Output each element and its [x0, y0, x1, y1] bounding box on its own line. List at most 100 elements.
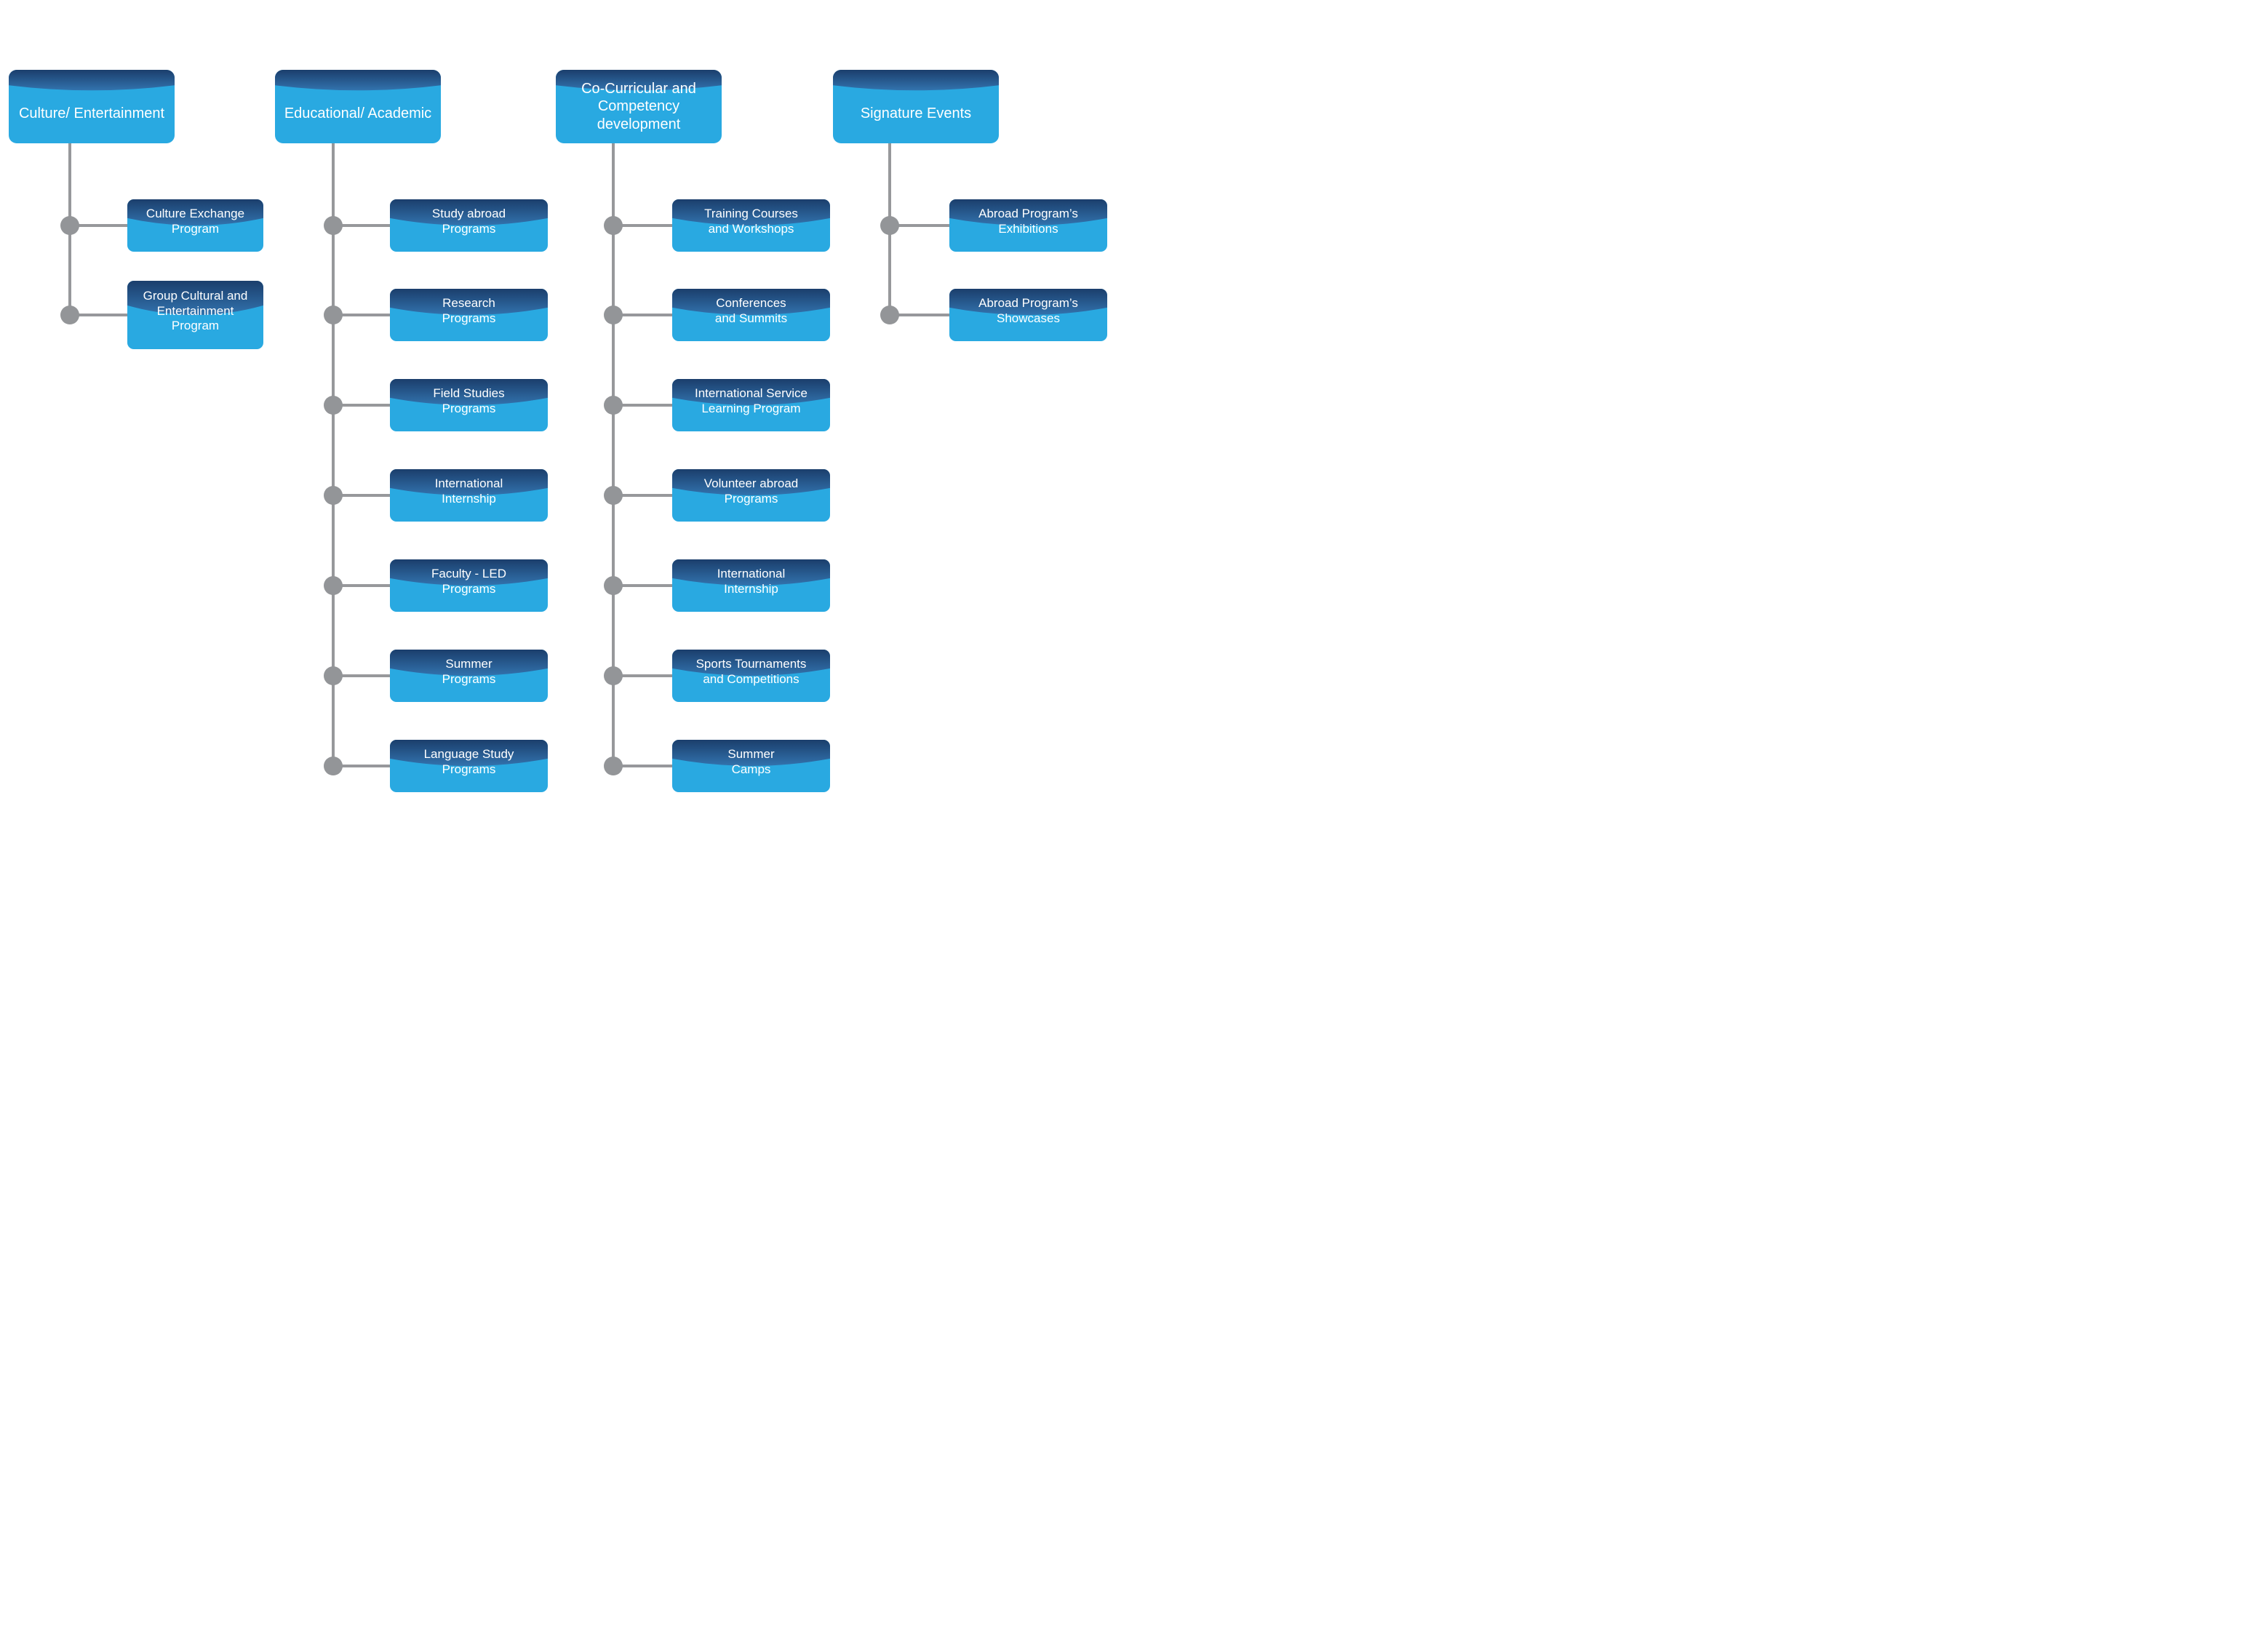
connector-dot	[604, 757, 623, 775]
box-top-gloss	[672, 650, 830, 676]
box-top-gloss	[390, 469, 548, 495]
column-header-box-1: Culture/ Entertainment	[9, 70, 175, 143]
node-label: International Internship	[717, 567, 786, 596]
box-top-gloss	[390, 559, 548, 586]
trunk-line	[332, 143, 335, 767]
node-label: International Internship	[434, 476, 503, 506]
node-label: Faculty - LED Programs	[431, 567, 506, 596]
column-header-box-4: Signature Events	[833, 70, 999, 143]
child-node-box: Faculty - LED Programs	[390, 559, 548, 612]
node-label: Group Cultural and Entertainment Program	[143, 288, 248, 333]
node-label: Educational/ Academic	[284, 105, 432, 122]
connector-dot	[604, 306, 623, 324]
connector-line	[333, 404, 390, 407]
node-label: Culture Exchange Program	[145, 207, 245, 236]
node-label: Research Programs	[442, 296, 496, 325]
box-top-gloss	[672, 379, 830, 405]
child-node-box: Summer Programs	[390, 650, 548, 702]
connector-line	[613, 224, 672, 227]
child-node-box: Field Studies Programs	[390, 379, 548, 431]
child-node-box: Summer Camps	[672, 740, 830, 792]
box-top-gloss	[672, 559, 830, 586]
connector-dot	[604, 666, 623, 685]
connector-dot	[880, 216, 899, 235]
connector-line	[613, 494, 672, 497]
connector-dot	[604, 396, 623, 415]
connector-line	[70, 224, 127, 227]
connector-dot	[60, 216, 79, 235]
box-top-gloss	[672, 289, 830, 315]
connector-line	[333, 674, 390, 677]
child-node-box: Abroad Program’s Showcases	[949, 289, 1107, 341]
node-label: Summer Programs	[442, 657, 496, 686]
node-label: International Service Learning Program	[695, 386, 808, 415]
box-top-gloss	[390, 650, 548, 676]
child-node-box: Culture Exchange Program	[127, 199, 263, 252]
connector-line	[333, 494, 390, 497]
node-label: Abroad Program’s Exhibitions	[978, 207, 1078, 236]
connector-dot	[324, 576, 343, 595]
node-label: Volunteer abroad Programs	[703, 476, 799, 506]
connector-line	[613, 404, 672, 407]
node-label: Co-Curricular and Competency development	[581, 80, 696, 132]
connector-line	[333, 224, 390, 227]
box-top-gloss	[672, 469, 830, 495]
connector-line	[613, 765, 672, 767]
node-label: Summer Camps	[727, 747, 775, 776]
connector-dot	[880, 306, 899, 324]
node-label: Language Study Programs	[423, 747, 514, 776]
connector-dot	[604, 486, 623, 505]
connector-dot	[604, 576, 623, 595]
connector-line	[333, 584, 390, 587]
child-node-box: Training Courses and Workshops	[672, 199, 830, 252]
connector-line	[890, 224, 949, 227]
child-node-box: Research Programs	[390, 289, 548, 341]
child-node-box: Volunteer abroad Programs	[672, 469, 830, 522]
connector-line	[613, 314, 672, 316]
connector-line	[333, 314, 390, 316]
child-node-box: Sports Tournaments and Competitions	[672, 650, 830, 702]
node-label: Conferences and Summits	[714, 296, 788, 325]
box-top-gloss	[127, 281, 263, 315]
box-top-gloss	[390, 289, 548, 315]
connector-dot	[324, 757, 343, 775]
connector-dot	[324, 306, 343, 324]
connector-line	[890, 314, 949, 316]
node-label: Training Courses and Workshops	[704, 207, 798, 236]
child-node-box: Abroad Program’s Exhibitions	[949, 199, 1107, 252]
connector-dot	[324, 216, 343, 235]
box-top-gloss	[390, 740, 548, 766]
node-label: Study abroad Programs	[431, 207, 506, 236]
node-label: Culture/ Entertainment	[18, 105, 165, 122]
child-node-box: International Service Learning Program	[672, 379, 830, 431]
trunk-line	[612, 143, 615, 767]
child-node-box: International Internship	[390, 469, 548, 522]
connector-line	[613, 584, 672, 587]
connector-line	[333, 765, 390, 767]
box-top-gloss	[390, 379, 548, 405]
box-top-gloss	[556, 70, 722, 91]
node-label: Field Studies Programs	[433, 386, 505, 415]
child-node-box: Group Cultural and Entertainment Program	[127, 281, 263, 349]
box-top-gloss	[672, 740, 830, 766]
column-header-box-2: Educational/ Academic	[275, 70, 441, 143]
node-label: Signature Events	[860, 105, 972, 122]
column-header-box-3: Co-Curricular and Competency development	[556, 70, 722, 143]
box-top-gloss	[833, 70, 999, 91]
box-top-gloss	[390, 199, 548, 226]
node-label: Sports Tournaments and Competitions	[695, 657, 807, 686]
connector-line	[70, 314, 127, 316]
box-top-gloss	[949, 199, 1107, 226]
child-node-box: Conferences and Summits	[672, 289, 830, 341]
connector-dot	[60, 306, 79, 324]
box-top-gloss	[672, 199, 830, 226]
child-node-box: International Internship	[672, 559, 830, 612]
connector-dot	[604, 216, 623, 235]
box-top-gloss	[949, 289, 1107, 315]
connector-dot	[324, 666, 343, 685]
node-label: Abroad Program’s Showcases	[978, 296, 1078, 325]
box-top-gloss	[9, 70, 175, 91]
connector-dot	[324, 396, 343, 415]
connector-dot	[324, 486, 343, 505]
